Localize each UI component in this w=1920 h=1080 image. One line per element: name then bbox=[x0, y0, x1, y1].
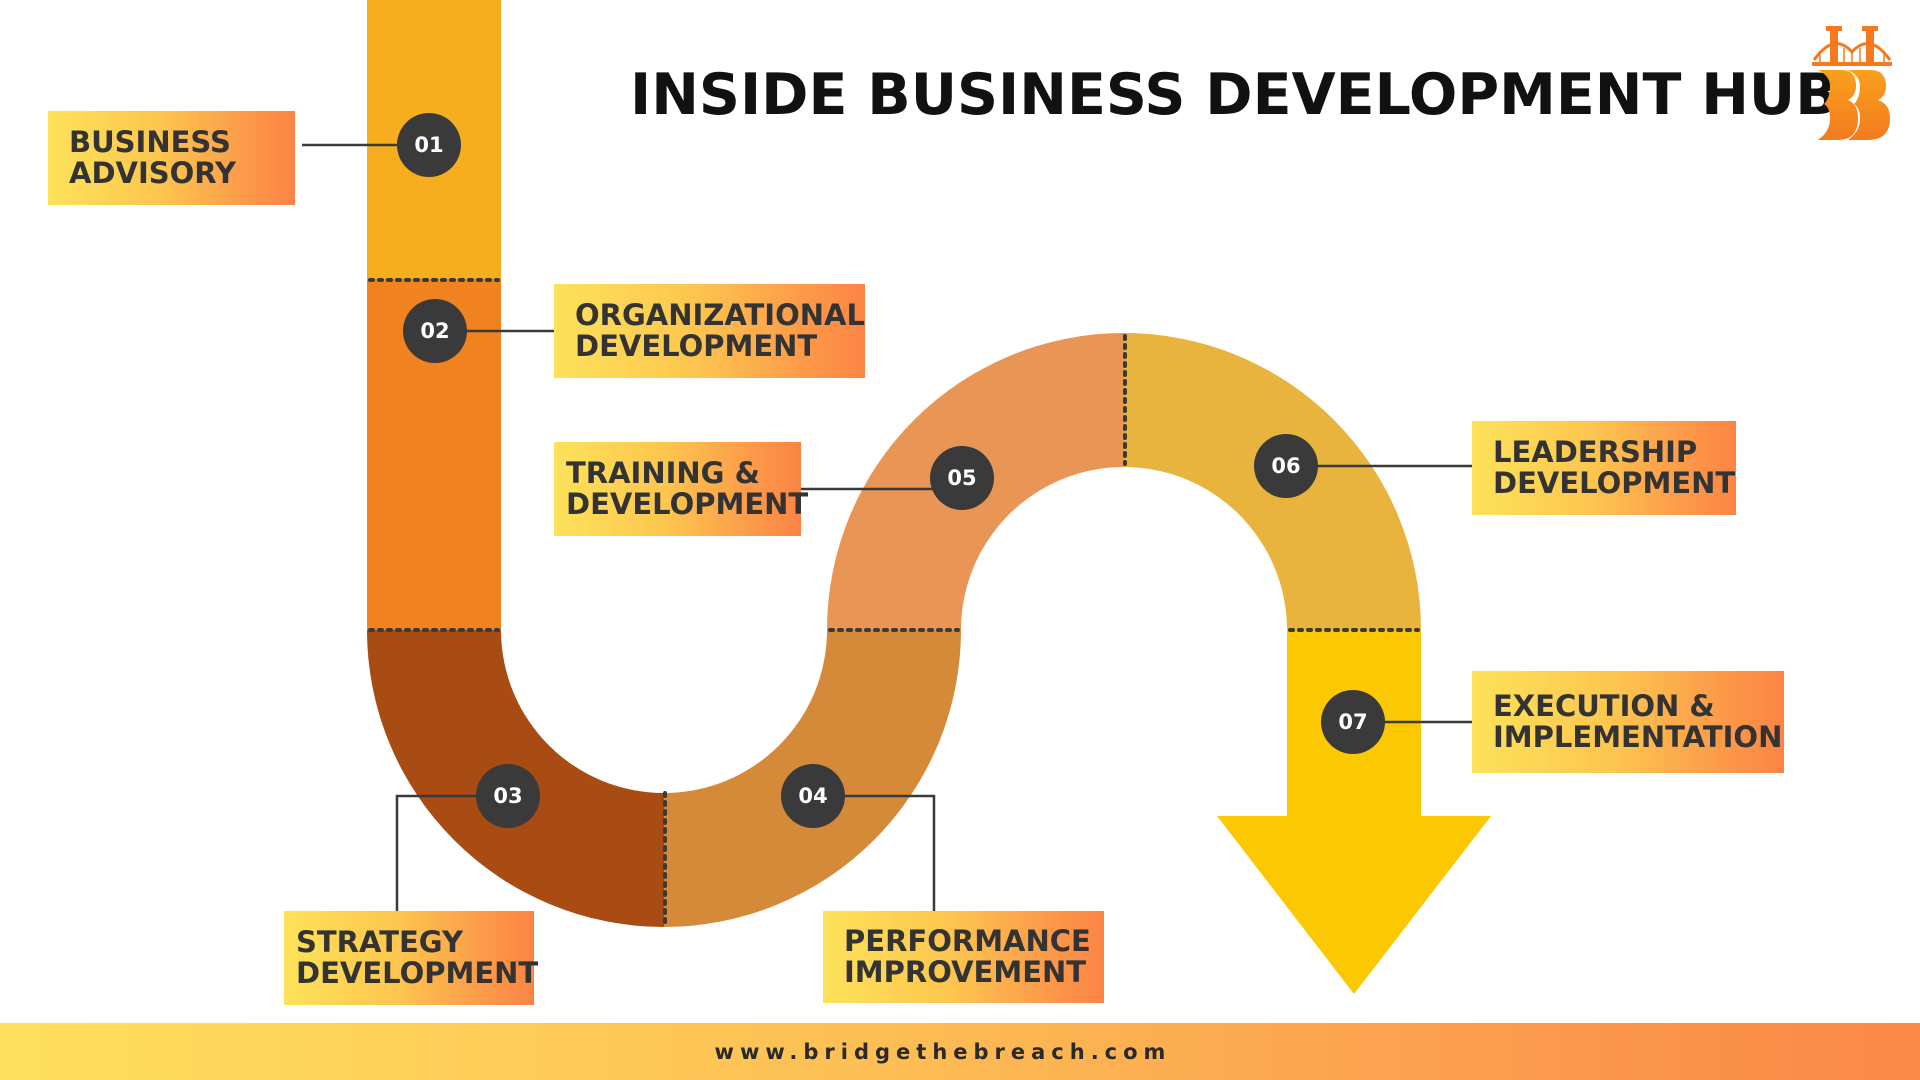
label-line: DEVELOPMENT bbox=[1493, 466, 1736, 500]
step-number-05: 05 bbox=[947, 466, 976, 490]
label-line: ADVISORY bbox=[69, 156, 237, 190]
segment-07-arrow bbox=[1217, 630, 1491, 994]
step-marker-06 bbox=[1254, 434, 1318, 498]
label-line: IMPLEMENTATION bbox=[1493, 720, 1783, 754]
label-line: DEVELOPMENT bbox=[296, 956, 539, 990]
label-line: BUSINESS bbox=[69, 125, 231, 159]
label-line: PERFORMANCE bbox=[844, 924, 1091, 958]
label-line: EXECUTION & bbox=[1493, 689, 1715, 723]
step-number-07: 07 bbox=[1338, 710, 1367, 734]
page-title: INSIDE BUSINESS DEVELOPMENT HUB bbox=[630, 62, 1839, 128]
footer-url[interactable]: www.bridgethebreach.com bbox=[714, 1039, 1172, 1064]
footer-bar: www.bridgethebreach.com bbox=[0, 1023, 1920, 1080]
connector-03 bbox=[395, 794, 508, 912]
step-number-06: 06 bbox=[1271, 454, 1300, 478]
label-line: DEVELOPMENT bbox=[575, 329, 818, 363]
label-execution-implementation: EXECUTION &IMPLEMENTATION bbox=[1472, 671, 1784, 773]
step-marker-05 bbox=[930, 446, 994, 510]
step-number-02: 02 bbox=[420, 319, 449, 343]
label-line: DEVELOPMENT bbox=[566, 487, 809, 521]
step-number-03: 03 bbox=[493, 784, 522, 808]
connector-04 bbox=[813, 794, 936, 912]
step-number-04: 04 bbox=[798, 784, 827, 808]
step-marker-04 bbox=[781, 764, 845, 828]
label-line: ORGANIZATIONAL bbox=[575, 298, 865, 332]
bridge-bb-logo-icon bbox=[1812, 26, 1892, 140]
step-marker-01 bbox=[397, 113, 461, 177]
label-line: LEADERSHIP bbox=[1493, 435, 1698, 469]
step-marker-02 bbox=[403, 299, 467, 363]
label-line: TRAINING & bbox=[566, 456, 760, 490]
label-line: IMPROVEMENT bbox=[844, 955, 1087, 989]
step-marker-07 bbox=[1321, 690, 1385, 754]
step-marker-03 bbox=[476, 764, 540, 828]
label-training-development: TRAINING &DEVELOPMENT bbox=[554, 442, 808, 536]
step-number-01: 01 bbox=[414, 133, 443, 157]
label-line: STRATEGY bbox=[296, 925, 463, 959]
